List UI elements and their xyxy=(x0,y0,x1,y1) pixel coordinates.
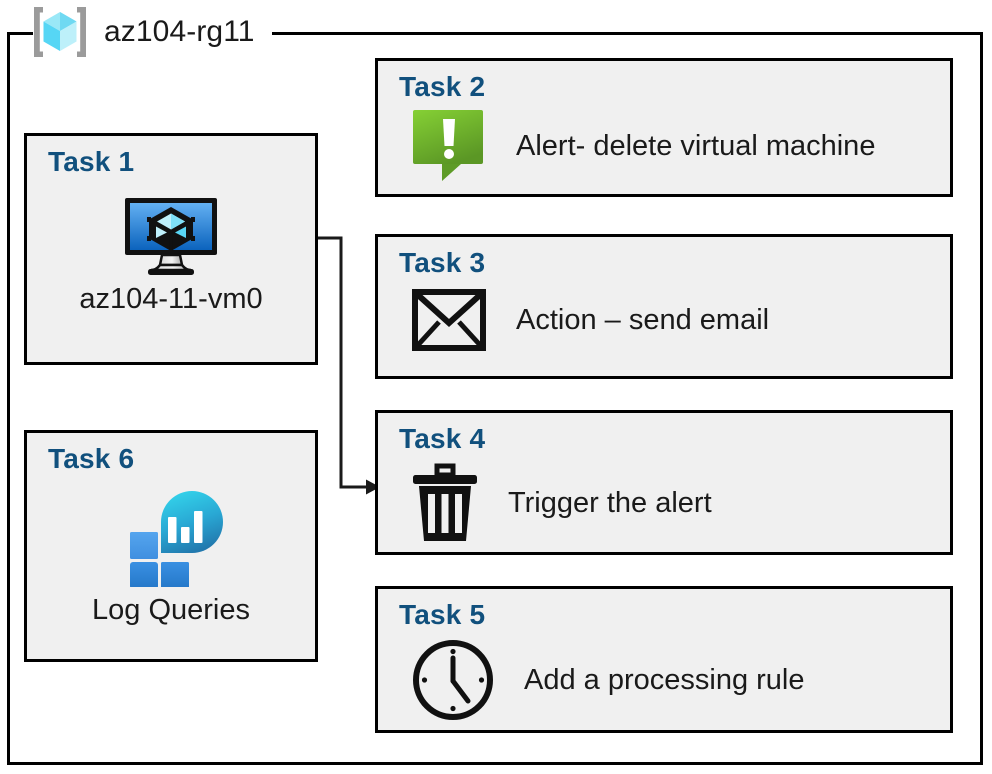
alert-callout-icon xyxy=(412,109,486,183)
card-task1[interactable]: Task 1 xyxy=(24,133,318,365)
virtual-machine-icon xyxy=(123,196,219,278)
card-task1-label: az104-11-vm0 xyxy=(79,283,263,315)
clock-icon xyxy=(412,639,494,721)
card-task3-row: Action – send email xyxy=(412,289,938,351)
card-task3-title: Task 3 xyxy=(399,247,486,278)
card-task4-title: Task 4 xyxy=(399,423,486,454)
card-task5-title: Task 5 xyxy=(399,599,486,630)
card-task4[interactable]: Task 4 Trigger the alert xyxy=(375,410,953,555)
resource-group-cube-icon xyxy=(30,3,90,61)
card-task1-title: Task 1 xyxy=(48,146,135,177)
card-task6-title: Task 6 xyxy=(48,443,135,474)
card-task2[interactable]: Task 2 Alert- delete virtual machin xyxy=(375,58,953,197)
card-task6-icon-wrap xyxy=(27,491,315,589)
card-task3[interactable]: Task 3 Action – send email xyxy=(375,234,953,379)
card-task2-title: Task 2 xyxy=(399,71,486,102)
card-task4-row: Trigger the alert xyxy=(412,463,938,543)
card-task5-label: Add a processing rule xyxy=(524,663,805,696)
card-task4-label: Trigger the alert xyxy=(508,486,712,519)
log-analytics-icon xyxy=(118,491,224,589)
resource-group-name: az104-rg11 xyxy=(104,15,255,48)
card-task2-row: Alert- delete virtual machine xyxy=(412,109,938,183)
resource-group-border-top-right xyxy=(272,32,983,35)
resource-group-container xyxy=(7,32,983,765)
card-task3-label: Action – send email xyxy=(516,303,770,336)
resource-group-header: az104-rg11 xyxy=(30,2,255,62)
card-task1-icon-wrap xyxy=(27,196,315,278)
card-task5-row: Add a processing rule xyxy=(412,639,938,721)
trash-icon xyxy=(412,463,478,543)
card-task5[interactable]: Task 5 Add a processing rule xyxy=(375,586,953,733)
card-task2-label: Alert- delete virtual machine xyxy=(516,129,876,162)
envelope-icon xyxy=(412,289,486,351)
card-task6[interactable]: Task 6 xyxy=(24,430,318,662)
resource-group-border-top-left xyxy=(7,32,33,35)
card-task6-label: Log Queries xyxy=(92,594,250,626)
